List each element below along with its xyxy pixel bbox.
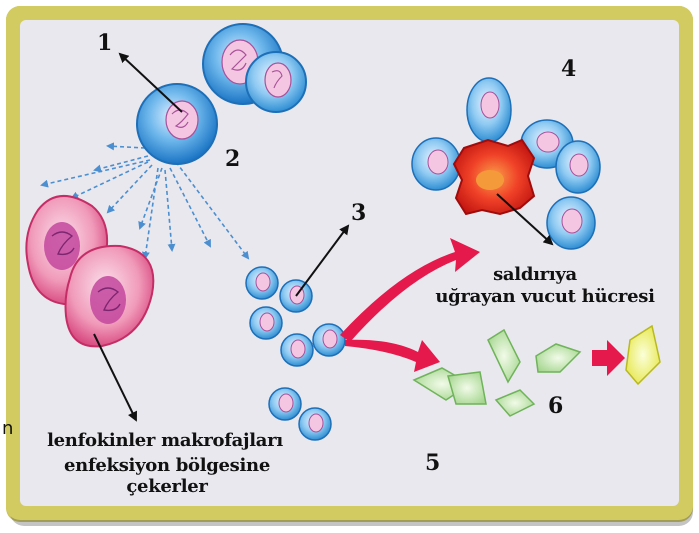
label-5: 5 (425, 450, 440, 476)
label-1: 1 (97, 30, 112, 56)
t-cell-icon (281, 334, 313, 366)
t-cell-icon (556, 141, 600, 193)
label-6: 6 (548, 393, 563, 419)
t-cell-icon (246, 52, 306, 112)
t-cell-icon (299, 408, 331, 440)
label-4: 4 (561, 56, 576, 82)
t-cell-icon (246, 267, 278, 299)
caption-lymphokine-line1: lenfokinler makrofajları (30, 430, 300, 451)
t-cell-icon (412, 138, 460, 190)
caption-lymphokine-line2: enfeksiyon bölgesine çekerler (22, 455, 312, 497)
t-cell-icon (313, 324, 345, 356)
caption-attacked-cell-line2: uğrayan vucut hücresi (430, 286, 660, 307)
t-cell-icon (547, 197, 595, 249)
edge-letter: n (2, 418, 13, 439)
t-cell-icon (250, 307, 282, 339)
label-3: 3 (351, 200, 366, 226)
infected-cell-icon (454, 140, 534, 214)
t-cell-icon (137, 84, 217, 164)
t-cell-icon (467, 78, 511, 142)
t-cell-icon (269, 388, 301, 420)
label-2: 2 (225, 146, 240, 172)
caption-attacked-cell-line1: saldırıya (470, 264, 600, 285)
